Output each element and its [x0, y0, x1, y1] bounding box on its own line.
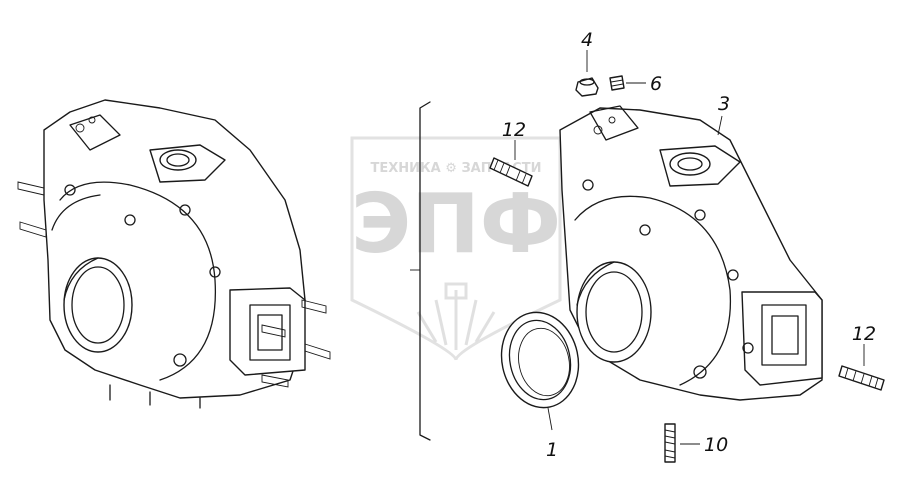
- callout-10: 10: [704, 434, 728, 456]
- watermark-logo: ТЕХНИКА ⚙ ЗАПЧАСТИ ЭПФ: [350, 136, 562, 361]
- callout-4: 4: [581, 29, 593, 51]
- seal-ring-1: [500, 311, 580, 431]
- plug-6: [609, 75, 646, 91]
- assembly-bracket: [419, 101, 431, 441]
- watermark-grain-emblem: [416, 282, 496, 350]
- callout-12-right: 12: [852, 323, 876, 345]
- plug-4: [575, 50, 599, 97]
- right-housing-3: [559, 105, 823, 401]
- callout-1: 1: [546, 439, 558, 461]
- stud-12-right: [838, 344, 885, 391]
- stud-12-upper: [489, 140, 533, 187]
- callout-3: 3: [718, 93, 730, 115]
- callout-6: 6: [650, 73, 662, 95]
- watermark-logo-letters: ЭПФ: [351, 177, 561, 272]
- left-housing-studs: [17, 181, 331, 388]
- left-housing-assembled: [43, 99, 306, 409]
- stud-10: [664, 423, 700, 463]
- callout-12-upper: 12: [502, 119, 526, 141]
- callout-labels: 4 6 3 12 12 1 10: [502, 29, 876, 461]
